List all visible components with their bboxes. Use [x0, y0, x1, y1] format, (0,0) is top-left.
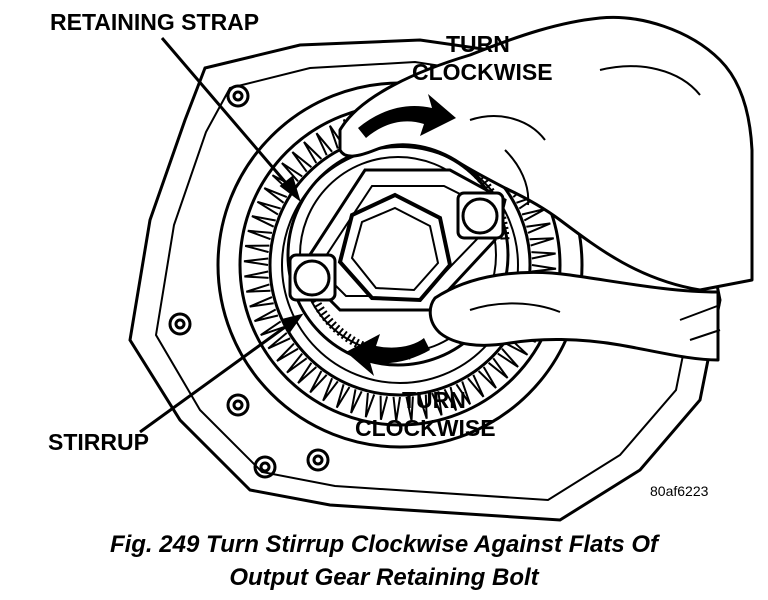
gear-tooth — [276, 342, 299, 362]
retaining-bolt-hex — [337, 192, 453, 303]
gear-tooth — [263, 187, 288, 204]
gear-tooth — [455, 381, 472, 405]
figure-id: 80af6223 — [650, 483, 709, 499]
gear-tooth — [254, 308, 279, 323]
stirrup-roller-right — [456, 191, 505, 240]
gear-tooth — [405, 396, 414, 421]
gear-tooth — [322, 377, 339, 402]
gear-tooth — [392, 396, 401, 422]
turn-arrow-bottom — [346, 334, 430, 376]
gear-tooth — [303, 141, 323, 164]
gear-tooth — [521, 207, 546, 222]
turn-arrow-top — [358, 94, 456, 138]
gear-tooth — [309, 370, 328, 394]
gear-tooth — [531, 264, 557, 273]
gear-tooth — [467, 374, 485, 398]
gear-tooth — [443, 386, 458, 411]
gear-tooth — [487, 357, 509, 379]
gear-tooth — [243, 257, 269, 266]
gear-tooth — [350, 389, 363, 414]
label-turn-bottom-line2: CLOCKWISE — [355, 415, 496, 441]
gear-tooth — [247, 229, 273, 241]
gear-tooth — [245, 283, 271, 293]
gear-tooth — [286, 352, 308, 374]
gear-tooth — [335, 384, 351, 409]
gear-tooth — [256, 200, 281, 216]
gear-tooth — [379, 395, 389, 421]
gear-tooth — [431, 391, 443, 416]
leader-lines — [139, 37, 304, 434]
gear-tooth — [260, 320, 284, 337]
gear-tooth — [529, 237, 555, 247]
gear-tooth — [251, 215, 276, 228]
stirrup-roller-left — [288, 253, 337, 302]
gear-tooth — [249, 296, 274, 308]
label-turn-top-line1: TURN — [446, 31, 510, 57]
gear-tooth — [315, 132, 333, 156]
label-stirrup: STIRRUP — [48, 429, 149, 455]
housing-bolt-holes — [168, 84, 330, 479]
gear-tooth — [364, 392, 376, 418]
gear-tooth — [267, 332, 291, 350]
figure-caption-line2: Output Gear Retaining Bolt — [229, 564, 539, 591]
gear-tooth — [497, 348, 519, 368]
figure-caption-line1: Fig. 249 Turn Stirrup Clockwise Against … — [109, 531, 659, 558]
label-retaining-strap: RETAINING STRAP — [50, 9, 259, 35]
gear-tooth — [297, 362, 317, 384]
gear-tooth — [526, 222, 551, 234]
gear-tooth — [477, 366, 497, 389]
lower-hand — [428, 270, 721, 362]
gear-tooth — [418, 394, 428, 420]
gear-tooth — [244, 270, 269, 279]
label-turn-bottom-line1: TURN — [402, 387, 466, 413]
gear-tooth — [505, 337, 529, 356]
upper-hand — [338, 15, 754, 292]
gear-tooth — [244, 244, 270, 254]
label-turn-top-line2: CLOCKWISE — [412, 59, 553, 85]
gear-tooth — [531, 251, 556, 260]
gear-tooth — [291, 151, 313, 173]
gear-tooth — [281, 162, 303, 182]
